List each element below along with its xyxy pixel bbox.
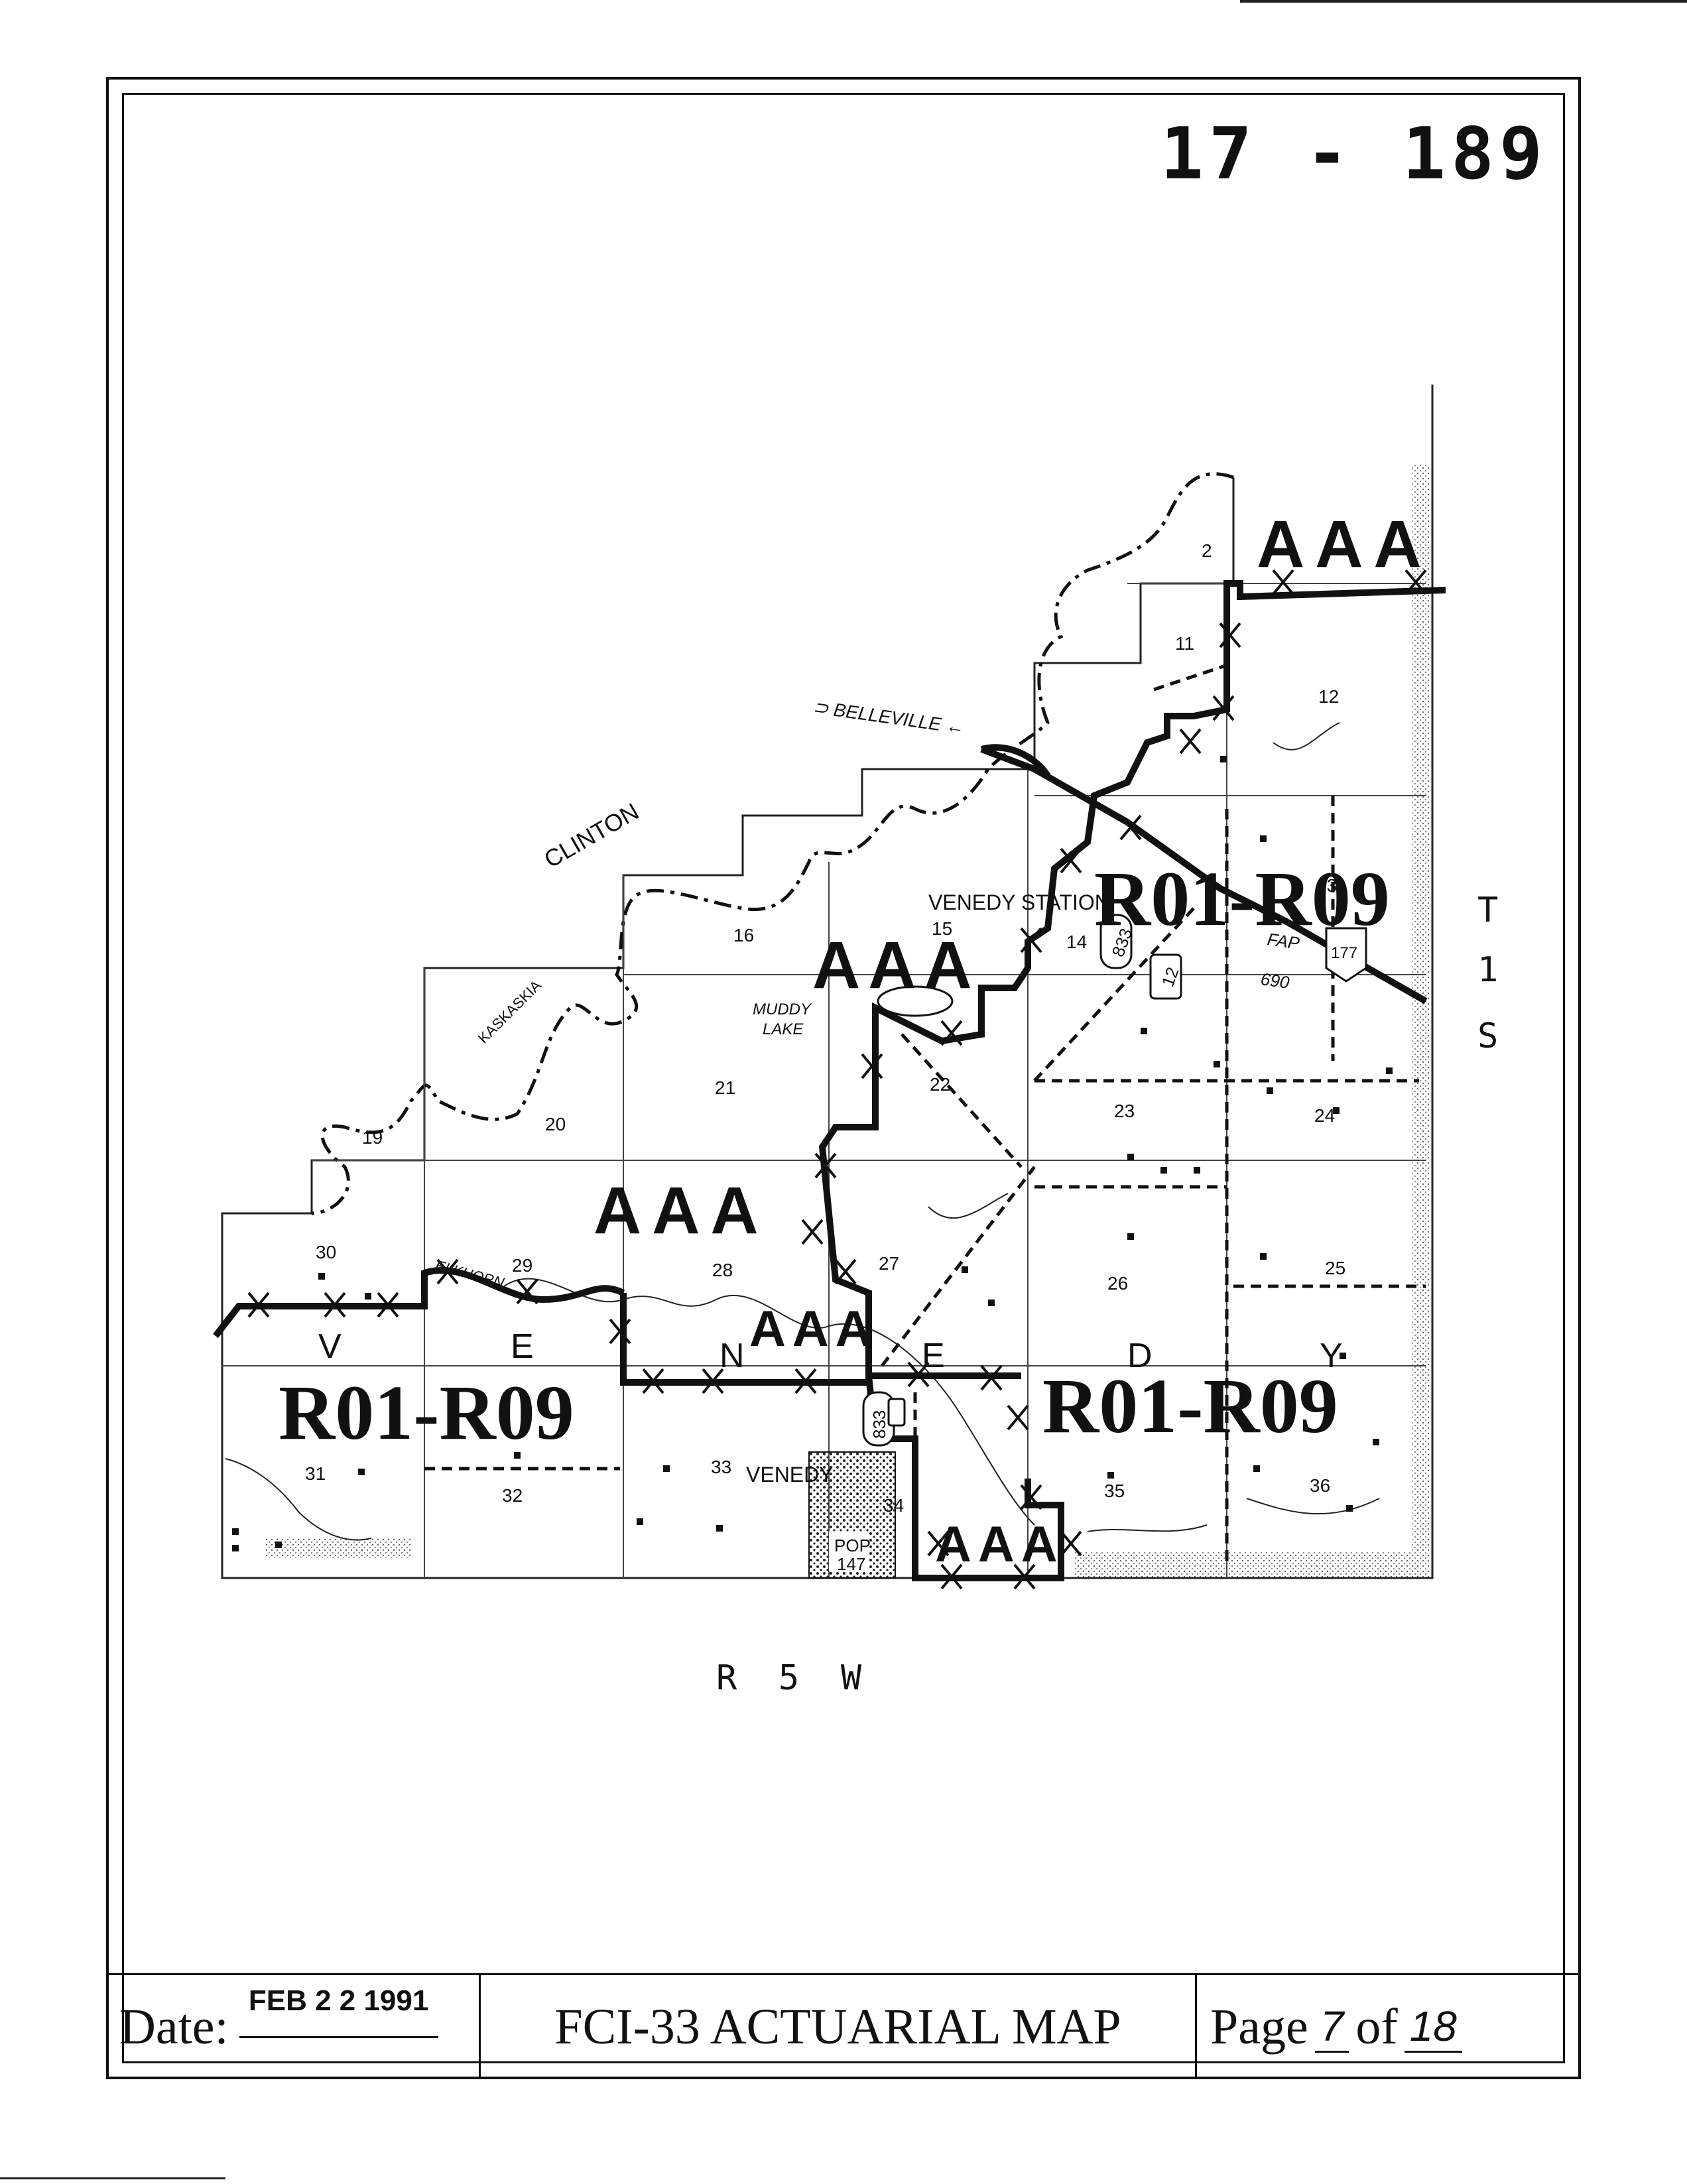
scan-edge-top (1240, 0, 1687, 3)
zone-label-r01-r09: R01-R09 (1094, 855, 1390, 942)
map-boundary (221, 385, 1434, 1579)
boundary-x-marks (247, 569, 1427, 1590)
section-number: 12 (1318, 686, 1339, 707)
zone-label-aaa: AAA (594, 1174, 769, 1248)
page-total: 18 (1404, 2002, 1462, 2053)
section-number: 31 (305, 1463, 326, 1484)
section-number: 19 (362, 1127, 383, 1148)
section-number: 11 (1175, 633, 1194, 654)
streams (225, 722, 1380, 1541)
township-map: ⊃ BELLEVILLE ← CLINTON KASKASKIA ELKHORN… (213, 385, 1498, 1698)
township-letter: Y (1320, 1337, 1343, 1375)
zone-label-aaa: AAA (812, 928, 980, 1002)
township-letter: E (922, 1337, 945, 1375)
title-cell: FCI-33 ACTUARIAL MAP (481, 1973, 1197, 2079)
map-id: 17 - 189 (1160, 113, 1548, 196)
zone-label-r01-r09: R01-R09 (279, 1369, 574, 1456)
date-label: Date: (119, 1999, 229, 2055)
bottom-stipple-left (265, 1538, 411, 1558)
muddy-lake-label-1: MUDDY (753, 1001, 812, 1018)
muddy-lake-label-2: LAKE (763, 1020, 804, 1038)
zone-label-aaa: AAA (935, 1516, 1064, 1573)
page-number: 7 (1314, 2002, 1349, 2053)
section-number: 2 (1202, 540, 1212, 561)
section-number: 32 (502, 1485, 523, 1506)
county-boundary (311, 472, 1234, 1215)
township-label-t: T (1477, 890, 1498, 930)
zone-label-aaa: AAA (749, 1301, 879, 1357)
pop-value: 147 (837, 1554, 865, 1574)
zone-label-r01-r09: R01-R09 (1042, 1363, 1338, 1449)
section-number: 25 (1325, 1258, 1345, 1278)
date-cell: Date: FEB 2 2 1991 (106, 1973, 481, 2079)
route-177-label: 177 (1331, 944, 1357, 962)
section-number: 29 (512, 1255, 532, 1276)
section-number: 28 (712, 1260, 733, 1280)
date-stamp: FEB 2 2 1991 (239, 1984, 438, 2038)
township-letter: E (511, 1327, 534, 1366)
title-block: Date: FEB 2 2 1991 FCI-33 ACTUARIAL MAP … (106, 1973, 1581, 2079)
page-cell: Page 7 of 18 (1197, 1973, 1581, 2079)
township-letter: D (1127, 1337, 1153, 1375)
range-label: R 5 W (716, 1658, 862, 1698)
section-number: 14 (1066, 932, 1087, 952)
section-number: 23 (1114, 1101, 1135, 1121)
section-number: 13 (1316, 875, 1337, 896)
township-letter: V (318, 1327, 342, 1366)
route-833-venedy-label: 833 (869, 1410, 889, 1439)
route-shields (862, 914, 1367, 1447)
fap-number: 690 (1259, 969, 1291, 993)
section-number: 15 (932, 918, 952, 939)
township-letter: N (719, 1337, 745, 1375)
township-label-s: S (1477, 1016, 1498, 1056)
section-number: 33 (711, 1457, 731, 1477)
venedy-label: VENEDY (746, 1463, 834, 1486)
section-number: 16 (733, 925, 754, 945)
zone-label-aaa: AAA (1257, 507, 1432, 581)
highway (980, 746, 1428, 1004)
edge-stipple (1412, 464, 1430, 1578)
page-label: Page (1210, 1999, 1308, 2055)
clinton-label: CLINTON (540, 798, 644, 873)
section-number: 22 (930, 1074, 950, 1095)
venedy-station-label: VENEDY STATION (928, 890, 1110, 914)
section-number: 27 (879, 1253, 899, 1274)
section-number: 24 (1314, 1105, 1335, 1126)
map-title: FCI-33 ACTUARIAL MAP (554, 1999, 1121, 2055)
inner-frame (122, 93, 1565, 2063)
section-number: 26 (1107, 1273, 1128, 1294)
elkhorn-label: ELKHORN (434, 1257, 506, 1292)
of-label: of (1355, 1999, 1398, 2055)
farmsteads (232, 756, 1393, 1551)
section-number: 35 (1104, 1481, 1125, 1501)
section-number: 21 (715, 1077, 735, 1098)
fap-label: FAP (1266, 929, 1301, 953)
kaskaskia-label: KASKASKIA (475, 977, 544, 1046)
section-number: 34 (883, 1495, 904, 1516)
belleville-label: ⊃ BELLEVILLE ← (812, 696, 966, 738)
pop-label: POP (834, 1536, 871, 1555)
outer-frame (106, 77, 1581, 2079)
section-number: 20 (545, 1114, 566, 1134)
muddy-lake (877, 985, 954, 1017)
section-number: 36 (1310, 1475, 1330, 1496)
township-label-1: 1 (1477, 950, 1498, 990)
scan-edge-bottom (0, 2177, 225, 2179)
bottom-stipple (1074, 1551, 1419, 1578)
section-number: 30 (316, 1242, 336, 1262)
